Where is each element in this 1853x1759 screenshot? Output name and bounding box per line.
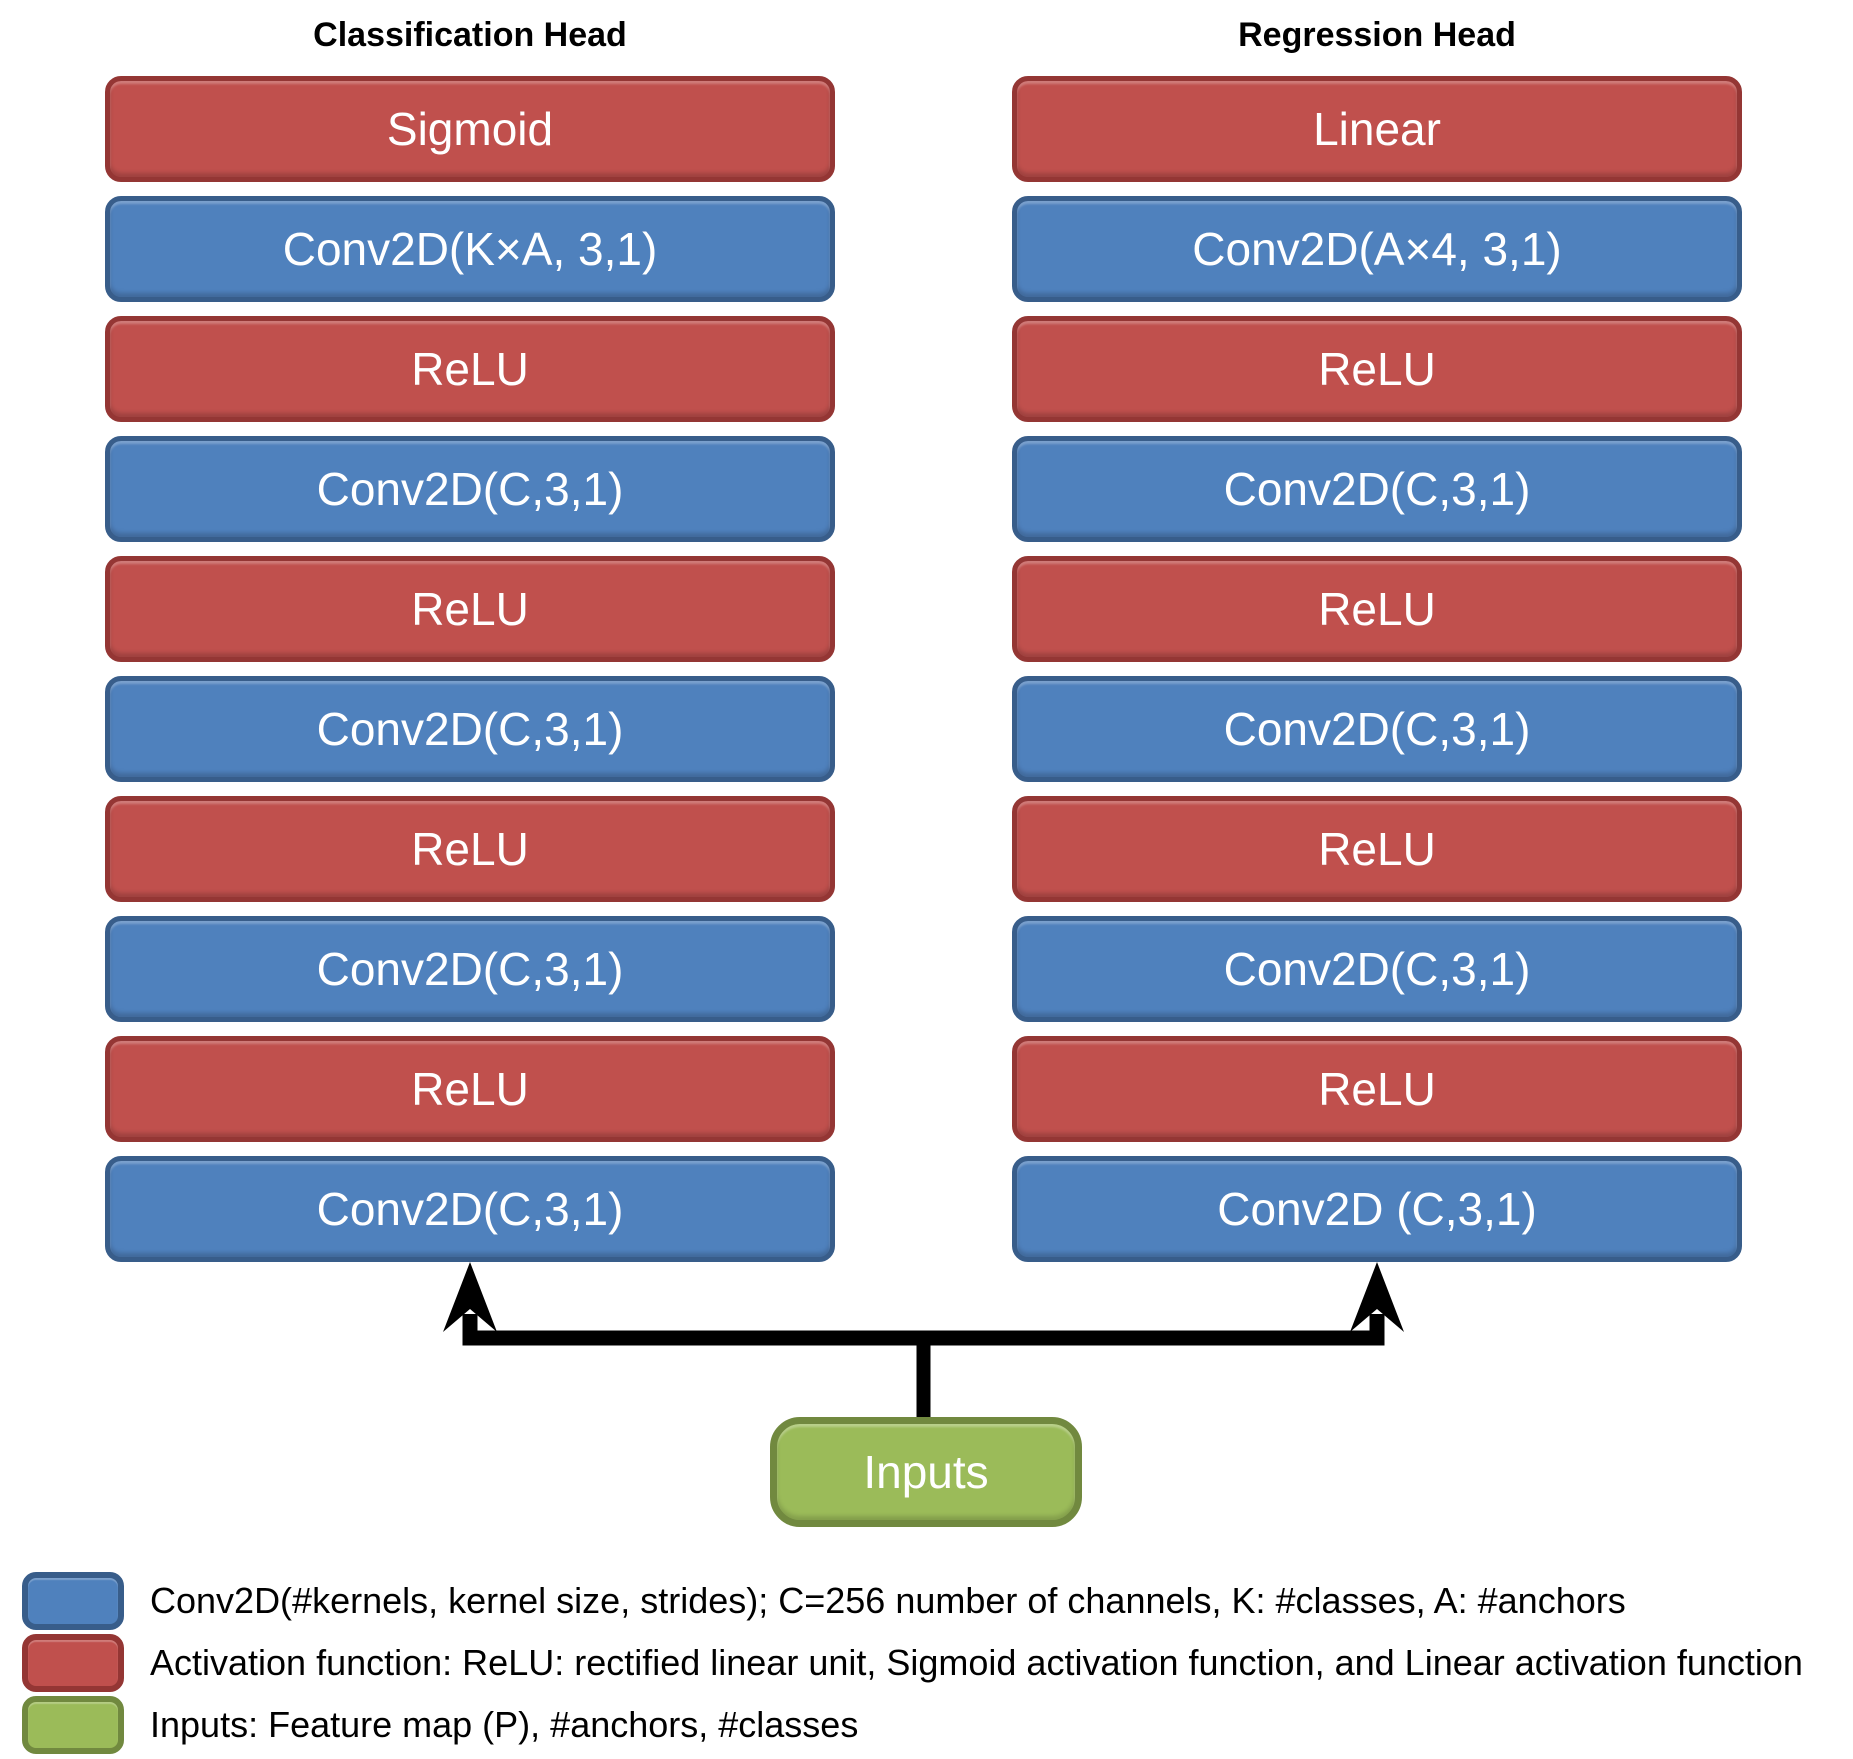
activation-legend-swatch [22,1634,124,1692]
inputs-node: Inputs [770,1417,1082,1527]
layer-box-conv: Conv2D (C,3,1) [1012,1156,1742,1262]
inputs-node-label: Inputs [863,1446,989,1498]
layer-box-activation: ReLU [1012,556,1742,662]
layer-box-conv: Conv2D(C,3,1) [1012,676,1742,782]
layer-box-conv: Conv2D(C,3,1) [105,436,835,542]
layer-box-conv: Conv2D(C,3,1) [105,916,835,1022]
layer-box-activation: Linear [1012,76,1742,182]
layer-box-activation: ReLU [1012,316,1742,422]
layer-box-activation: ReLU [1012,1036,1742,1142]
layer-box-conv: Conv2D(C,3,1) [105,676,835,782]
layer-box-conv: Conv2D(A×4, 3,1) [1012,196,1742,302]
up-arrow-icon [1350,1262,1404,1332]
layer-box-activation: Sigmoid [105,76,835,182]
layer-box-activation: ReLU [105,796,835,902]
legend-label: Activation function: ReLU: rectified lin… [150,1642,1803,1683]
column-title: Regression Head [1238,16,1516,54]
legend-row: Conv2D(#kernels, kernel size, strides); … [22,1572,1803,1630]
legend-row: Activation function: ReLU: rectified lin… [22,1634,1803,1692]
connector-bracket-line [462,1314,1385,1346]
legend-row: Inputs: Feature map (P), #anchors, #clas… [22,1696,1803,1754]
layer-box-conv: Conv2D(K×A, 3,1) [105,196,835,302]
layer-box-activation: ReLU [105,1036,835,1142]
legend-label: Conv2D(#kernels, kernel size, strides); … [150,1580,1626,1621]
layer-box-activation: ReLU [1012,796,1742,902]
layer-box-conv: Conv2D(C,3,1) [1012,916,1742,1022]
up-arrow-icon [443,1262,497,1332]
legend-label: Inputs: Feature map (P), #anchors, #clas… [150,1704,859,1745]
layer-box-conv: Conv2D(C,3,1) [1012,436,1742,542]
column-title: Classification Head [313,16,627,54]
input-legend-swatch [22,1696,124,1754]
legend: Conv2D(#kernels, kernel size, strides); … [22,1572,1803,1758]
layer-box-activation: ReLU [105,556,835,662]
layer-box-activation: ReLU [105,316,835,422]
layer-box-conv: Conv2D(C,3,1) [105,1156,835,1262]
conv-legend-swatch [22,1572,124,1630]
